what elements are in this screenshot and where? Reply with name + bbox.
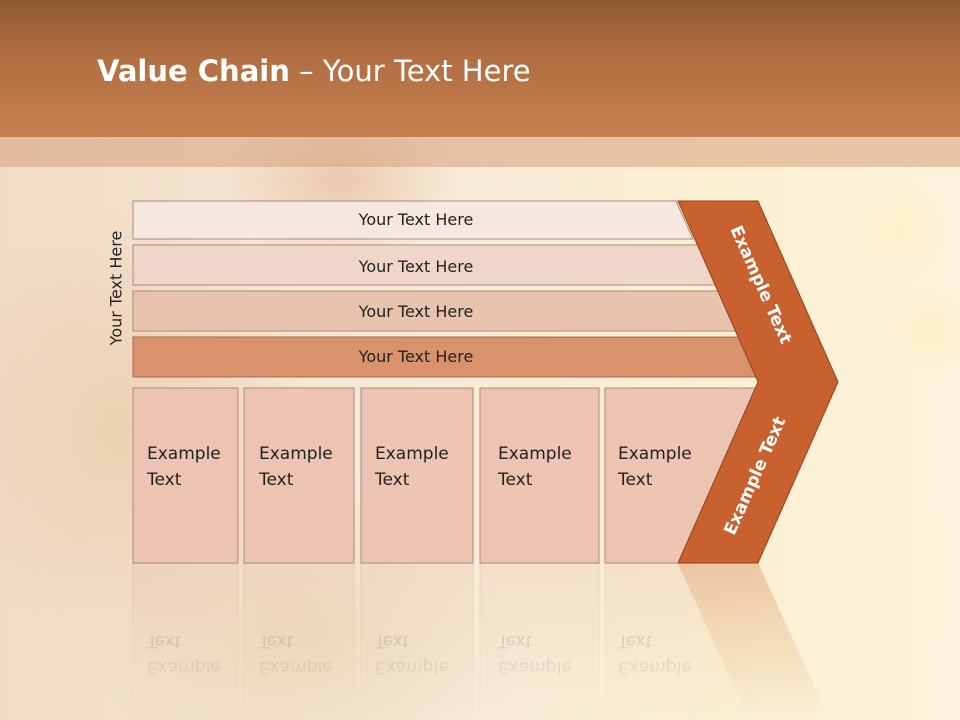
column-4-line-2: Text: [497, 470, 533, 490]
row-label-1: Your Text Here: [358, 210, 474, 229]
reflection-text: Example: [147, 657, 221, 677]
row-label-3: Your Text Here: [358, 302, 474, 321]
reflection-col-1: [132, 562, 239, 720]
column-1-line-2: Text: [146, 470, 182, 490]
column-box-2: [243, 387, 355, 564]
reflection-text: Example: [618, 657, 692, 677]
reflection-col-4: [479, 562, 600, 720]
reflection-col-3: [360, 562, 474, 720]
column-box-4: [479, 387, 600, 564]
title-bar: [0, 0, 960, 137]
title-bar-band: [0, 137, 960, 167]
reflection-text: Text: [617, 631, 653, 651]
row-label-4: Your Text Here: [358, 347, 474, 366]
column-box-3: [360, 387, 474, 564]
reflection-arrow: [678, 563, 830, 720]
title-rest: – Your Text Here: [289, 54, 531, 88]
reflection-text: Text: [146, 631, 182, 651]
column-1-line-1: Example: [147, 444, 221, 464]
column-4-line-1: Example: [498, 444, 572, 464]
reflection-text: Example: [375, 657, 449, 677]
column-2-line-2: Text: [258, 470, 294, 490]
slide-title: Value Chain – Your Text Here: [97, 54, 531, 88]
column-5-line-1: Example: [618, 444, 692, 464]
row-shape-1: [132, 200, 694, 240]
chevron-arrow: [677, 200, 839, 564]
title-bold: Value Chain: [97, 54, 290, 88]
reflection-text: Example: [259, 657, 333, 677]
column-2-line-1: Example: [259, 444, 333, 464]
row-label-2: Your Text Here: [358, 257, 474, 276]
column-box-1: [132, 387, 239, 564]
column-5-line-2: Text: [617, 470, 653, 490]
reflection-text: Text: [374, 631, 410, 651]
column-3-line-1: Example: [375, 444, 449, 464]
column-3-line-2: Text: [374, 470, 410, 490]
reflection-text: Example: [498, 657, 572, 677]
reflection-text: Text: [497, 631, 533, 651]
reflection-text: Text: [258, 631, 294, 651]
